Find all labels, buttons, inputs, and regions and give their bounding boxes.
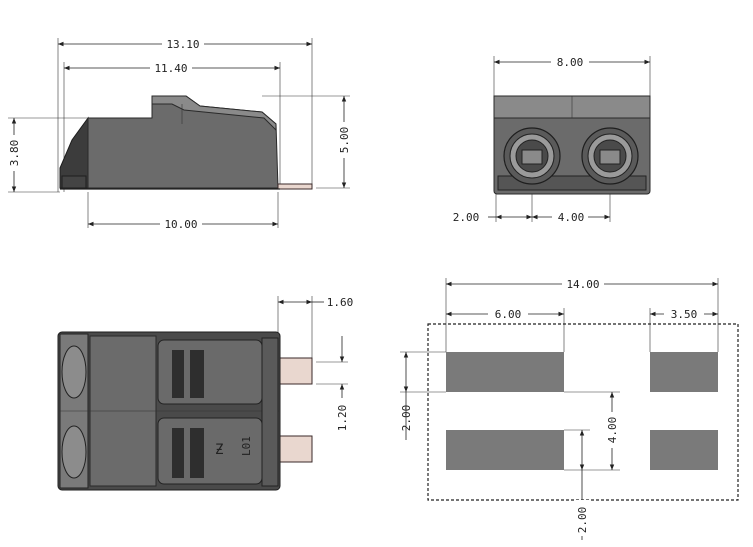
dim-pad-height: 2.00	[400, 405, 413, 432]
dim-bottom-offset: 2.00	[576, 507, 589, 534]
pin-upper	[277, 357, 313, 385]
side-pin	[277, 183, 313, 190]
dim-height-right: 5.00	[338, 127, 351, 154]
footprint-outline	[427, 323, 739, 501]
dim-pad-length-right: 3.50	[671, 308, 698, 321]
housing-top-lever	[151, 95, 277, 132]
part-marking: L01	[240, 436, 253, 456]
pin-lower	[277, 435, 313, 463]
front-view: 8.00 2.00 4.00	[453, 55, 651, 224]
dim-pitch: 4.00	[558, 211, 585, 224]
dim-overall-length: 13.10	[166, 38, 199, 51]
entry-upper	[61, 345, 87, 399]
pad-lower-right	[650, 430, 718, 470]
dim-pin-length: 1.60	[327, 296, 354, 309]
wire-entry-right	[581, 127, 639, 185]
logo-mark-icon: Ƶ	[215, 442, 223, 458]
dim-front-width: 8.00	[557, 56, 584, 69]
dim-pin-width: 1.20	[336, 405, 349, 432]
dim-row-pitch: 4.00	[606, 417, 619, 444]
dim-edge-offset: 2.00	[453, 211, 480, 224]
dim-housing-length: 11.40	[154, 62, 187, 75]
front-contact	[61, 175, 87, 189]
side-view: 13.10 11.40 10.00 3.80 5.00	[6, 37, 352, 231]
pad-upper-left	[446, 352, 564, 392]
footprint-view: 14.00 6.00 3.50 2.00 4.00 2.00	[400, 277, 739, 540]
dim-base-length: 10.00	[164, 218, 197, 231]
entry-lower	[61, 425, 87, 479]
wire-entry-left	[503, 127, 561, 185]
dim-height-left: 3.80	[8, 140, 21, 167]
dim-footprint-width: 14.00	[566, 278, 599, 291]
top-view: Ƶ L01 1.60 1.20	[57, 296, 354, 491]
pad-upper-right	[650, 352, 718, 392]
pad-lower-left	[446, 430, 564, 470]
dim-pad-length-left: 6.00	[495, 308, 522, 321]
